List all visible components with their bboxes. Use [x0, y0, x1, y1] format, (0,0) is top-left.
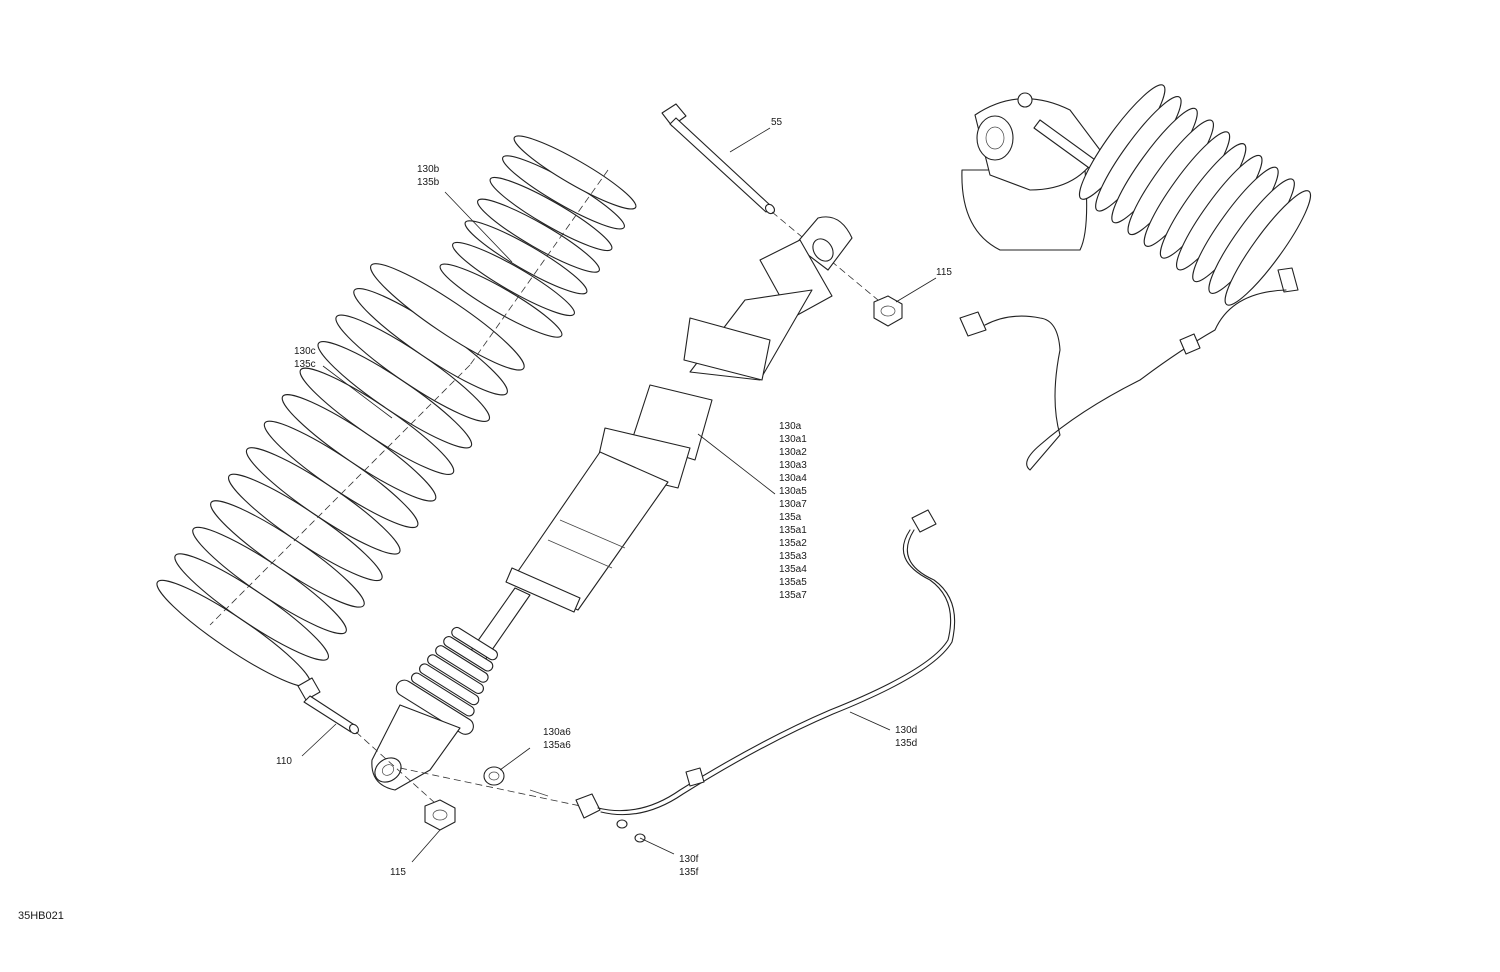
spring-upper [439, 135, 637, 338]
callout-spring-lower: 130c 135c [294, 346, 316, 370]
callout-screw-sensor: 130f 135f [679, 854, 699, 878]
callout-bolt-bottom: 110 [276, 756, 292, 767]
diagram-code: 35HB021 [18, 910, 64, 922]
shock-absorber [371, 216, 853, 791]
callout-shock-body: 130a 130a1 130a2 130a3 130a4 130a5 130a7… [779, 421, 807, 601]
callout-nut-bottom: 115 [390, 867, 406, 878]
spring-lower [156, 263, 525, 688]
bushing [483, 766, 549, 797]
harness-lower [575, 509, 956, 843]
nut-top [873, 295, 903, 327]
assembled-shock [959, 84, 1312, 471]
callout-harness: 130d 135d [895, 725, 918, 749]
leader-lines [301, 127, 937, 863]
callout-bolt-top: 55 [771, 117, 783, 128]
callout-spring-upper: 130b 135b [417, 164, 440, 188]
callout-bushing: 130a6 135a6 [543, 727, 571, 751]
nut-bottom [424, 799, 456, 831]
bolt-bottom [297, 677, 359, 735]
bolt-top [661, 103, 776, 215]
callout-nut-top: 115 [936, 267, 952, 278]
